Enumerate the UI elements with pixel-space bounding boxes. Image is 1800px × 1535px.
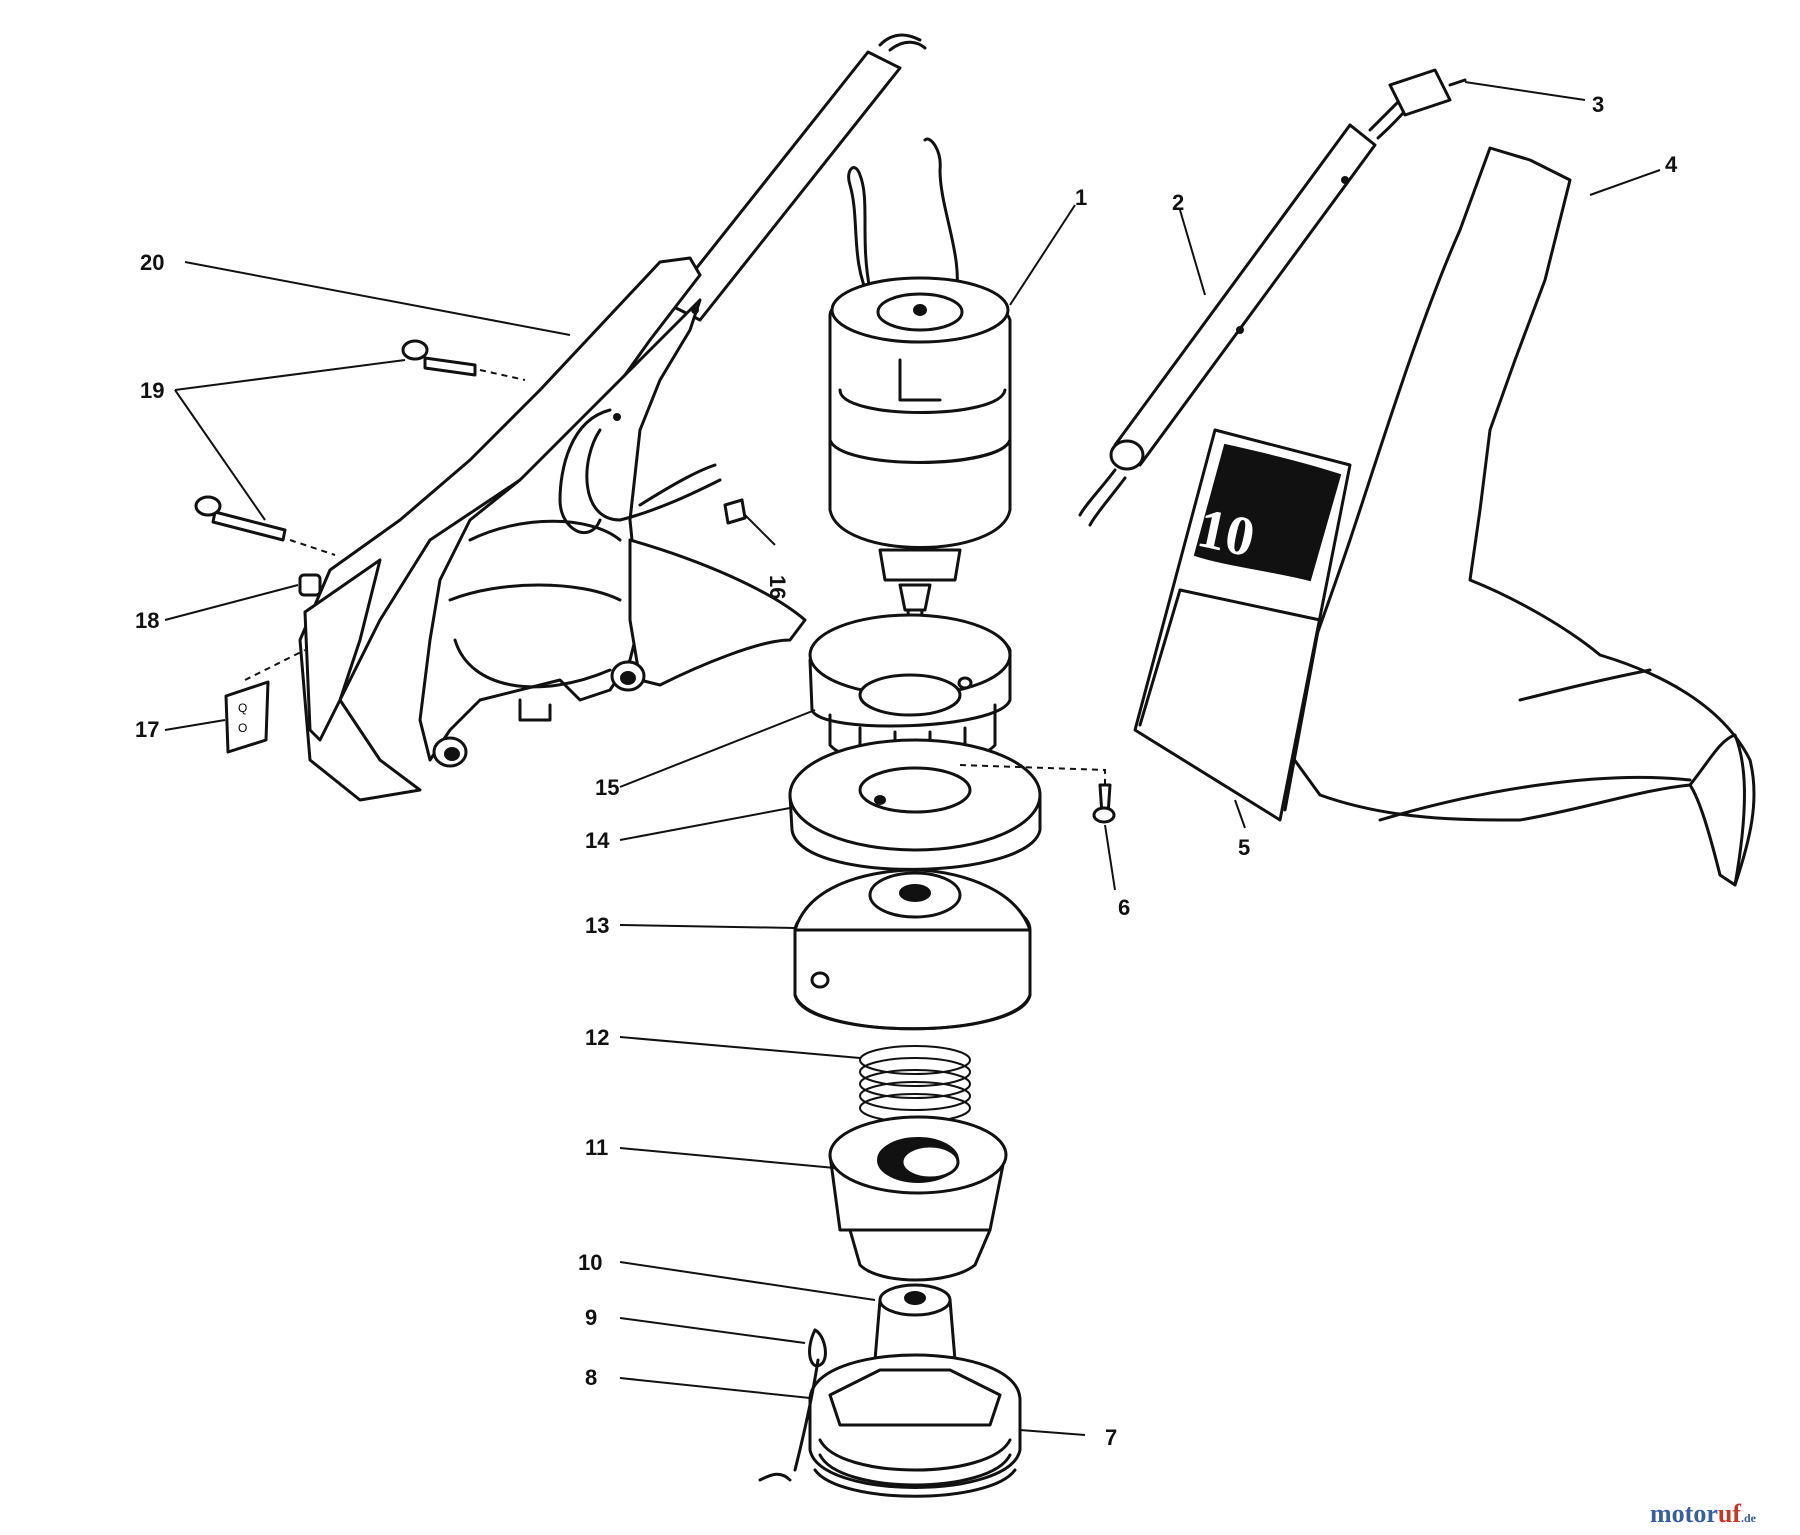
- callout-17: 17: [135, 717, 159, 742]
- reel: [828, 1115, 1008, 1282]
- callout-labels: 1 2 3 4 5 6 7 8 9 10 11 12 13 14 15 16 1…: [135, 92, 1678, 1450]
- connector-plug: [1388, 68, 1467, 117]
- callout-10: 10: [578, 1250, 602, 1275]
- svg-text:Q: Q: [238, 701, 247, 715]
- watermark-part2: uf: [1718, 1499, 1741, 1528]
- spool-ring: [808, 613, 1012, 799]
- callout-15: 15: [595, 775, 619, 800]
- plate-clip: Q O: [224, 680, 270, 754]
- spring: [859, 1045, 971, 1123]
- small-nut: [298, 573, 322, 597]
- hub: [873, 1283, 957, 1362]
- callout-3: 3: [1592, 92, 1604, 117]
- screw-small: [1092, 783, 1116, 824]
- callout-18: 18: [135, 608, 159, 633]
- callout-9: 9: [585, 1305, 597, 1330]
- housing-left: [298, 33, 927, 802]
- retainer-wire: [758, 1328, 827, 1482]
- guard-right: [1278, 146, 1756, 887]
- svg-text:O: O: [238, 721, 247, 735]
- screw-upper: [401, 339, 477, 377]
- callout-8: 8: [585, 1365, 597, 1390]
- leader-lines: [164, 81, 1661, 1436]
- base: [808, 1353, 1022, 1498]
- callout-16: 16: [765, 575, 790, 599]
- spool-cup: [793, 868, 1032, 1031]
- callout-12: 12: [585, 1025, 609, 1050]
- decal-text: 10: [1192, 497, 1260, 569]
- callout-1: 1: [1075, 185, 1087, 210]
- callout-2: 2: [1172, 190, 1184, 215]
- watermark-part1: motor: [1650, 1499, 1718, 1528]
- grommet: [723, 498, 747, 525]
- callout-7: 7: [1105, 1425, 1117, 1450]
- callout-6: 6: [1118, 895, 1130, 920]
- watermark: motoruf.de: [1650, 1499, 1757, 1528]
- motor: [828, 137, 1012, 582]
- callout-20: 20: [140, 250, 164, 275]
- callout-4: 4: [1665, 152, 1678, 177]
- screw-lower: [194, 495, 287, 542]
- callout-14: 14: [585, 828, 610, 853]
- callout-5: 5: [1238, 835, 1250, 860]
- callout-11: 11: [585, 1135, 608, 1160]
- watermark-suffix: .de: [1741, 1511, 1757, 1525]
- spool-disc: [788, 738, 1042, 871]
- callout-13: 13: [585, 913, 609, 938]
- decal-label: 10: [1133, 428, 1352, 822]
- callout-19: 19: [140, 378, 164, 403]
